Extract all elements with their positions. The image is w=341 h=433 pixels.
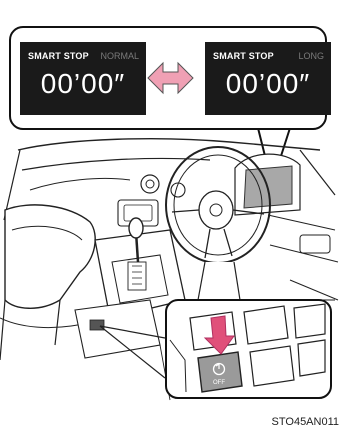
mode-normal-label: NORMAL (100, 51, 139, 61)
smart-stop-display-normal: SMART STOP NORMAL 00’00″ (20, 42, 146, 115)
smart-stop-off-button (198, 352, 242, 392)
figure-code: STO45AN011 (272, 416, 339, 428)
switch-location-marker (90, 320, 104, 330)
smart-stop-label: SMART STOP (28, 51, 89, 61)
smart-stop-label: SMART STOP (213, 51, 274, 61)
smart-stop-display-long: SMART STOP LONG 00’00″ (205, 42, 331, 115)
stop-time-readout: 00’00″ (20, 68, 146, 100)
stop-time-readout: 00’00″ (205, 68, 331, 100)
switch-off-text: OFF (213, 380, 225, 386)
mode-long-label: LONG (298, 51, 324, 61)
